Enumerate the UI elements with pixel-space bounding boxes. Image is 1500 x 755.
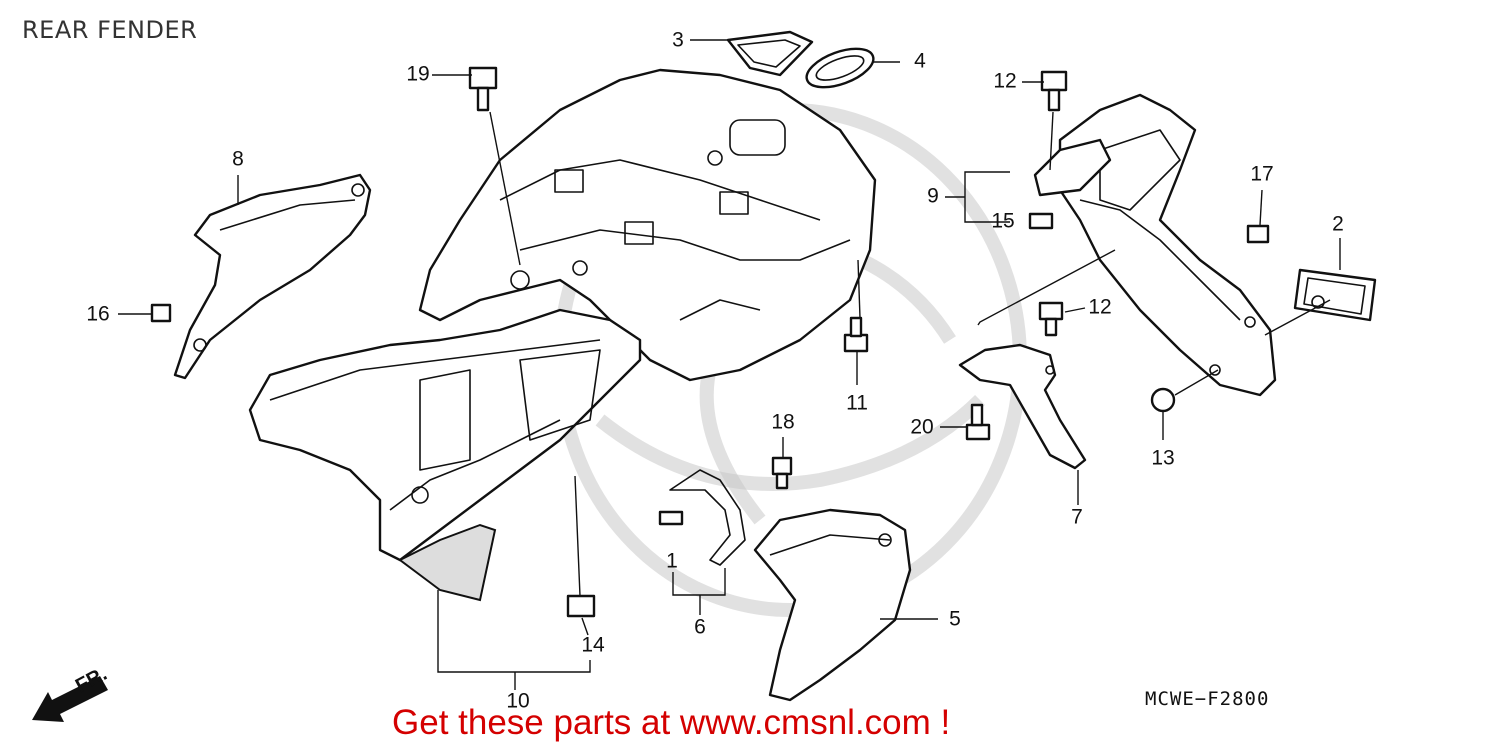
callout-4: 4 (914, 50, 926, 73)
callout-14: 14 (581, 634, 605, 657)
part-3-seal (726, 30, 814, 77)
callout-6: 6 (694, 616, 706, 639)
callout-11: 11 (846, 392, 868, 415)
drawing-code: MCWE−F2800 (1145, 688, 1270, 710)
fastener-screws (150, 66, 1270, 618)
callout-17: 17 (1250, 163, 1273, 186)
callout-16: 16 (86, 303, 109, 326)
part-8-bracket (173, 173, 372, 380)
part-3-seal-inner (737, 39, 801, 68)
callout-7: 7 (1071, 506, 1083, 529)
part-7-bracket (958, 343, 1087, 470)
callout-12-lower: 12 (1088, 296, 1111, 319)
leader-lines (118, 39, 1341, 690)
part-6-stay (669, 469, 746, 566)
part-rear-fender-inner (418, 68, 877, 382)
diagram-title: REAR FENDER (22, 16, 198, 44)
callout-19: 19 (406, 63, 429, 86)
part-5-cover (753, 508, 912, 702)
part-4-seal (805, 47, 875, 89)
callout-1: 1 (666, 550, 678, 573)
callout-10: 10 (506, 690, 529, 713)
callout-18: 18 (771, 411, 794, 434)
callout-20: 20 (910, 416, 933, 439)
part-4-seal-inner (815, 55, 865, 81)
callout-15: 15 (991, 210, 1014, 233)
callouts: 3 4 19 8 16 12 9 15 17 2 12 20 7 11 13 1… (86, 29, 1344, 713)
callout-2: 2 (1332, 213, 1344, 236)
callout-13: 13 (1151, 447, 1174, 470)
part-rear-fender-right (1058, 93, 1277, 397)
callout-5: 5 (949, 608, 961, 631)
callout-8: 8 (232, 148, 244, 171)
callout-9: 9 (927, 185, 939, 208)
callout-3: 3 (672, 29, 684, 52)
promo-text: Get these parts at www.cmsnl.com ! (392, 703, 951, 742)
front-direction-arrow: FR. (32, 663, 111, 722)
part-rear-fender-lower (248, 308, 642, 602)
callout-12-upper: 12 (993, 70, 1016, 93)
part-9-bracket (1033, 138, 1112, 197)
